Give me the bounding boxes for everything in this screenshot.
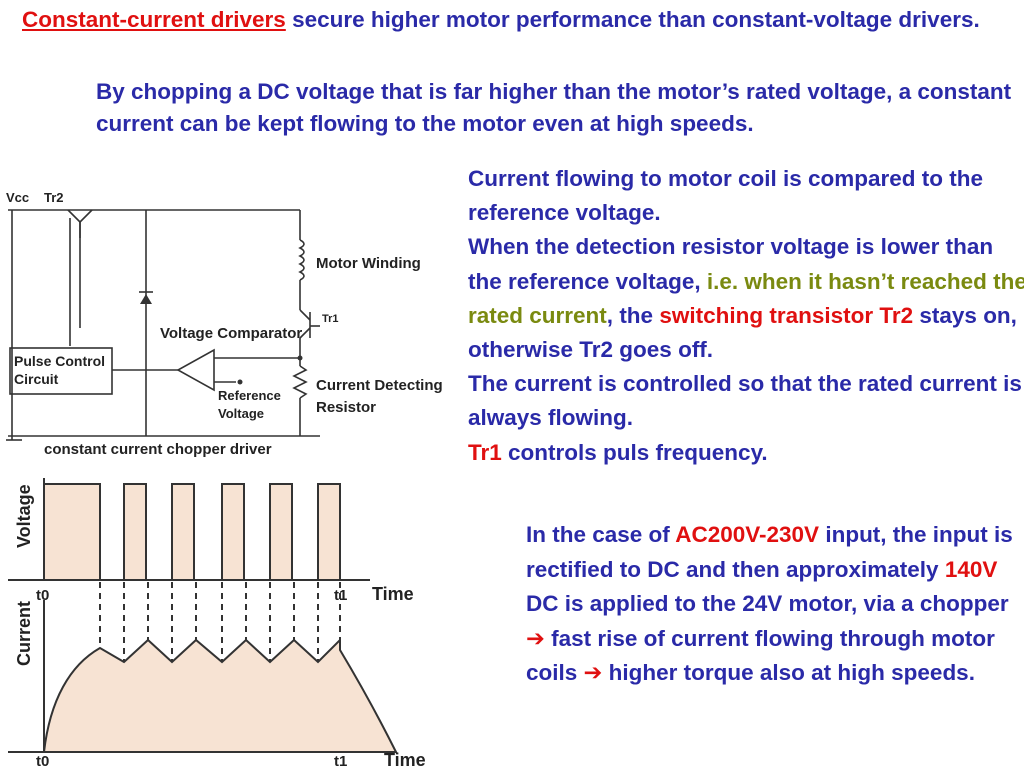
label-pulse-control: Pulse Control	[14, 353, 105, 369]
explanation-paragraph: Current flowing to motor coil is compare…	[468, 162, 1024, 470]
timing-diagram: Voltage Current t0 t1 Time t0 t1 Time	[0, 470, 462, 768]
intro-rest: secure higher motor performance than con…	[285, 7, 980, 32]
axis-current: Current	[14, 601, 34, 666]
label-reference-voltage: Voltage	[218, 406, 264, 421]
explain-line3: The current is controlled so that the ra…	[468, 371, 1022, 431]
label-t1-top: t1	[334, 587, 347, 604]
label-time-bottom: Time	[384, 750, 426, 768]
label-tr1: Tr1	[322, 313, 339, 325]
label-circuit: Circuit	[14, 371, 59, 387]
explain-comma: ,	[606, 302, 614, 328]
circuit-caption: constant current chopper driver	[44, 441, 272, 458]
intro-highlight: Constant-current drivers	[22, 7, 286, 32]
circuit-diagram: Vcc Tr2 Motor Winding Tr1 Voltage Compar…	[0, 178, 462, 462]
case-paragraph: In the case of AC200V-230V input, the in…	[526, 518, 1016, 691]
label-t1-bottom: t1	[334, 753, 347, 768]
chopping-paragraph: By chopping a DC voltage that is far hig…	[96, 79, 1012, 136]
label-time-top: Time	[372, 584, 414, 604]
explain-line2: When the detection resistor voltage is l…	[468, 234, 994, 294]
explain-tr1: Tr1	[468, 439, 502, 465]
label-t0-top: t0	[36, 587, 49, 604]
explain-tr1-rest: controls puls frequency.	[501, 439, 768, 465]
explain-line1: Current flowing to motor coil is compare…	[468, 166, 984, 226]
label-vcc: Vcc	[6, 190, 29, 205]
label-tr2: Tr2	[44, 190, 64, 205]
label-motor-winding: Motor Winding	[316, 255, 421, 272]
intro-paragraph: Constant-current drivers secure higher m…	[22, 4, 1002, 36]
explain-switching: switching transistor Tr2	[659, 302, 914, 328]
explain-the: the	[613, 302, 660, 328]
label-resistor: Resistor	[316, 399, 376, 416]
case-ac: AC200V-230V	[675, 522, 820, 547]
case-p2: input, the input is rectified to DC and …	[526, 522, 1013, 582]
label-t0-bottom: t0	[36, 753, 49, 768]
case-p5: higher torque also at high speeds.	[602, 660, 975, 686]
label-current-detecting: Current Detecting	[316, 377, 443, 394]
case-p4: fast rise of current flowing through mot…	[526, 625, 995, 686]
case-p1: In the case of	[526, 522, 676, 547]
axis-voltage: Voltage	[14, 484, 34, 548]
arrow-icon: ➔	[526, 625, 545, 652]
case-140v: 140V	[944, 556, 998, 582]
explain-stays: stays on, otherwise Tr2 goes off.	[468, 302, 1017, 363]
label-voltage-comparator: Voltage Comparator	[160, 325, 302, 342]
arrow-icon-2: ➔	[583, 660, 603, 687]
explain-ie: i.e. when it hasn’t reached the rated cu…	[468, 268, 1024, 328]
label-reference: Reference	[218, 388, 281, 403]
case-p3: DC is applied to the 24V motor, via a ch…	[526, 591, 1009, 617]
